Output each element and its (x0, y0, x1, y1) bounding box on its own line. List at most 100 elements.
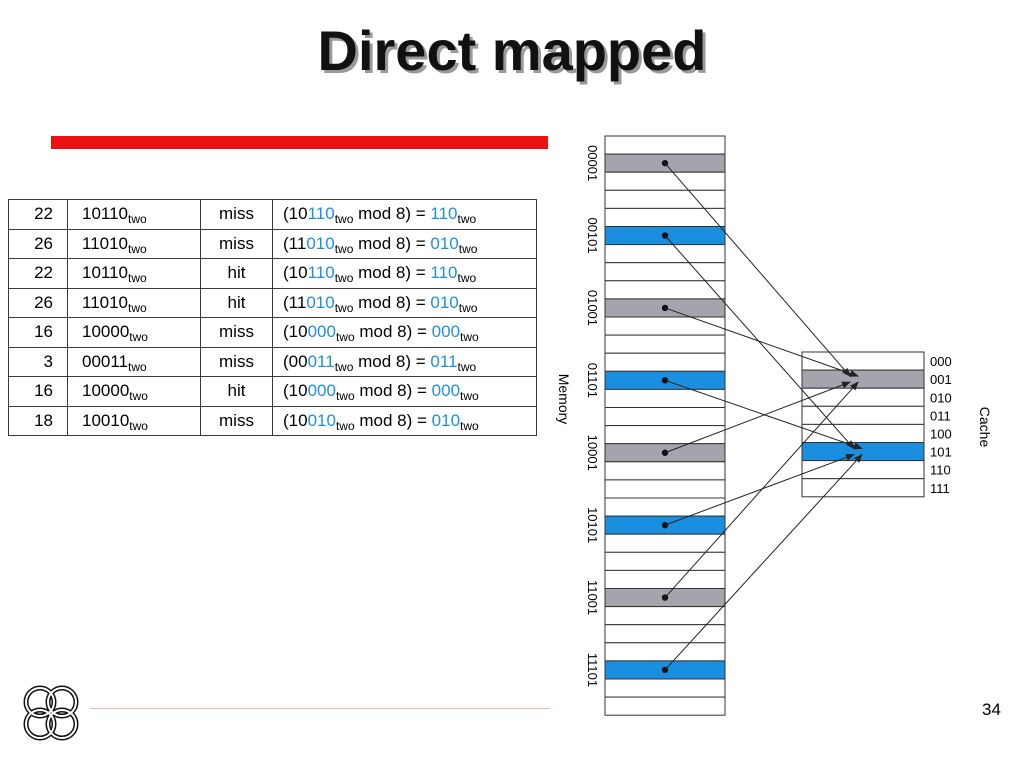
cache-index-label: 111 (930, 481, 950, 496)
calc-mod-text: mod 8) = (353, 351, 431, 371)
memory-block (604, 606, 726, 626)
base-subscript: two (458, 300, 478, 315)
cache-block (801, 442, 925, 462)
cache-block (801, 387, 925, 407)
decimal-address-cell: 22 (8, 258, 68, 289)
calc-result-index: 110 (430, 204, 458, 224)
mapping-calc-cell: (10000two mod 8) = 000two (272, 317, 537, 348)
hit-miss-cell: miss (200, 405, 273, 436)
binary-address-cell: 10000two (67, 376, 201, 407)
calc-prefix: (10 (283, 410, 308, 430)
mapping-arrow (664, 381, 851, 454)
base-subscript: two (334, 212, 354, 227)
mapping-arrow (664, 162, 851, 377)
calc-index-bits: 011 (307, 351, 335, 371)
calc-index-bits: 010 (306, 292, 335, 312)
memory-address-label: 00101 (585, 217, 600, 253)
mapping-arrow (664, 453, 863, 671)
calc-mod-text: mod 8) = (353, 233, 431, 253)
calc-result-index: 010 (431, 410, 461, 430)
mapping-calc-cell: (10000two mod 8) = 000two (272, 376, 537, 407)
base-subscript: two (128, 300, 147, 315)
table-row: 22 10110 two miss(10110two mod 8) = 110two (8, 199, 537, 230)
calc-mod-text: mod 8) = (354, 322, 432, 342)
calc-result-index: 000 (431, 381, 461, 401)
base-subscript: two (460, 418, 479, 433)
memory-block (604, 642, 726, 662)
hit-miss-cell: miss (200, 199, 273, 230)
calc-prefix: (10 (283, 263, 308, 283)
memory-block (604, 533, 726, 553)
hit-miss-cell: hit (200, 258, 273, 289)
calc-prefix: (10 (283, 381, 308, 401)
hit-miss-cell: hit (200, 287, 273, 318)
calc-index-bits: 000 (307, 322, 336, 342)
memory-block (604, 388, 726, 408)
binary-address-cell: 11010two (67, 228, 201, 259)
base-subscript: two (129, 389, 148, 404)
memory-address-label: 01101 (585, 363, 600, 398)
memory-blocks (604, 135, 726, 716)
calc-prefix: (11 (283, 233, 307, 253)
binary-address-cell: 10010two (67, 405, 201, 436)
memory-address-label: 10001 (585, 435, 600, 471)
binary-value: 10000 (82, 322, 130, 342)
base-subscript: two (334, 359, 354, 374)
binary-address-cell: 11010two (67, 287, 201, 318)
mapping-arrow (664, 235, 855, 450)
slide-title: Direct mapped (317, 19, 707, 82)
memory-block (604, 244, 726, 264)
decimal-address-cell: 22 (8, 199, 68, 230)
calc-index-bits: 010 (307, 410, 336, 430)
binary-address-cell: 10000two (67, 317, 201, 348)
base-subscript: two (128, 271, 147, 286)
university-logo-icon (23, 685, 79, 741)
decimal-address-cell: 26 (8, 228, 68, 259)
cache-block (801, 369, 925, 389)
calc-index-bits: 110 (307, 204, 335, 224)
mapping-arrow (664, 381, 859, 598)
calc-mod-text: mod 8) = (354, 381, 432, 401)
memory-block (604, 262, 726, 282)
decimal-address-cell: 3 (8, 346, 68, 377)
cache-blocks (801, 351, 925, 498)
base-subscript: two (460, 330, 479, 345)
title-underline-bar (51, 136, 548, 149)
base-subscript: two (335, 389, 355, 404)
mapping-calc-cell: (11010two mod 8) = 010two (272, 287, 537, 318)
cache-block (801, 478, 925, 498)
memory-block (604, 171, 726, 191)
binary-value: 11010 (82, 233, 129, 253)
calc-prefix: (00 (283, 351, 308, 371)
calc-index-bits: 000 (307, 381, 336, 401)
page-number: 34 (982, 700, 1001, 719)
footer-divider (90, 708, 550, 709)
cache-block (801, 423, 925, 443)
base-subscript: two (128, 241, 147, 256)
memory-address-label: 11001 (585, 580, 600, 615)
binary-value: 10110 (82, 204, 129, 224)
cache-index-label: 100 (930, 426, 952, 441)
calc-result-index: 010 (430, 292, 459, 312)
mapping-calc-cell: (10110two mod 8) = 110two (272, 258, 537, 289)
memory-block (604, 624, 726, 644)
memory-address-label: 01001 (585, 290, 600, 326)
memory-block (604, 569, 726, 589)
cache-label: Cache (977, 407, 993, 448)
hit-miss-cell: miss (200, 346, 273, 377)
cache-block (801, 351, 925, 371)
mapping-calc-cell: (10110two mod 8) = 110two (272, 199, 537, 230)
memory-block (604, 678, 726, 698)
mapping-calc-cell: (10010two mod 8) = 010two (272, 405, 537, 436)
mapping-arrows (664, 162, 863, 671)
memory-address-label: 10101 (585, 507, 600, 543)
calc-result-index: 011 (430, 351, 458, 371)
calc-prefix: (10 (283, 322, 308, 342)
base-subscript: two (460, 389, 479, 404)
cache-index-label: 101 (930, 445, 952, 460)
calc-mod-text: mod 8) = (354, 410, 432, 430)
